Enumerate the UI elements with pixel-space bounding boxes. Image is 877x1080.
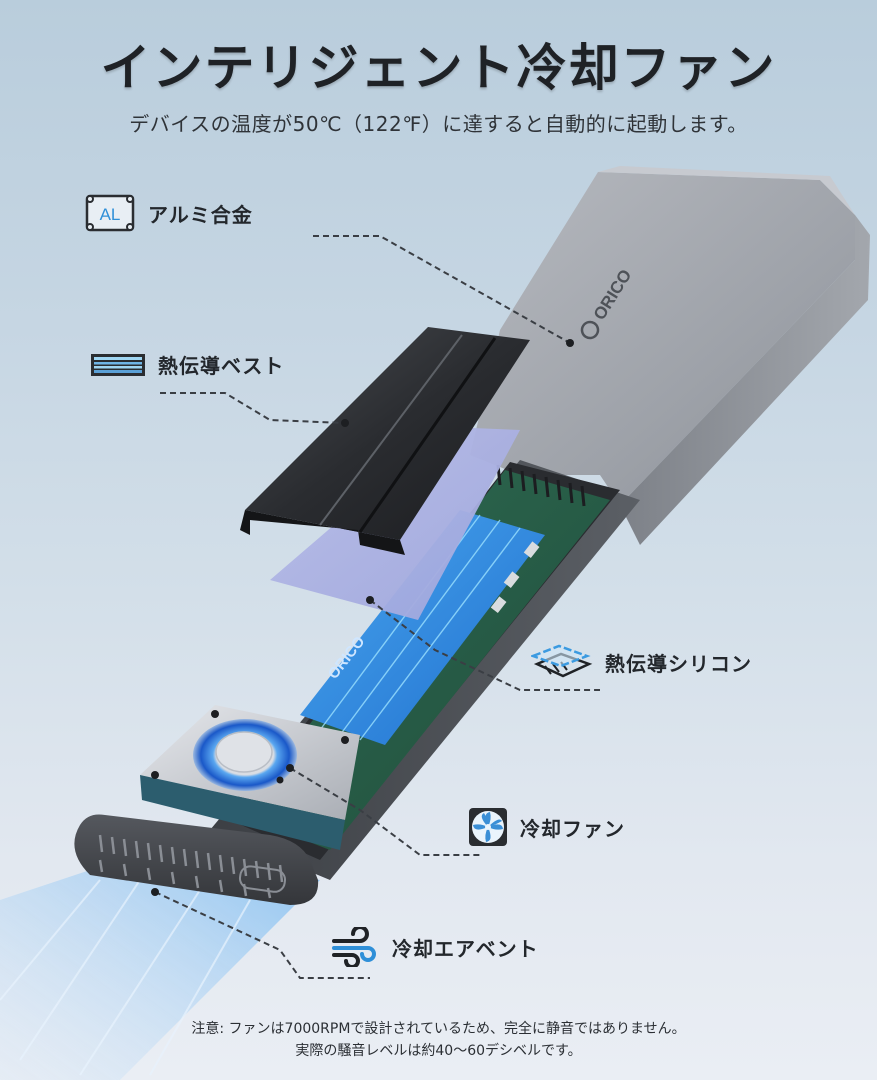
fan-icon [469, 808, 507, 846]
callout-cooling-fan: 冷却ファン [468, 807, 625, 847]
callout-label-cooling-fan: 冷却ファン [520, 816, 625, 841]
page-subtitle: デバイスの温度が50℃（122℉）に達すると自動的に起動します。 [129, 112, 748, 136]
callout-thermal-vest: 熱伝導ベスト [90, 350, 284, 379]
wind-icon [332, 927, 376, 967]
callout-label-thermal-vest: 熱伝導ベスト [158, 354, 285, 378]
callout-label-aluminum: アルミ合金 [148, 202, 253, 227]
air-vent-endcap [74, 814, 319, 905]
noise-disclaimer-line-1: 注意: ファンは7000RPMで設計されているため、完全に静音ではありません。 [191, 1021, 686, 1037]
callout-thermal-silicone: 熱伝導シリコン [531, 642, 752, 682]
page-title: インテリジェント冷却ファン [100, 39, 777, 97]
aluminum-housing: ORICO [470, 166, 870, 545]
thermal-pad-layers-icon [531, 644, 593, 678]
fan-assembly [140, 705, 360, 850]
heat-sink-vest [240, 327, 530, 555]
noise-disclaimer-line-2: 実際の騒音レベルは約40～60デシベルです。 [295, 1043, 582, 1059]
airflow-effect [0, 850, 320, 1080]
callout-label-thermal-silicone: 熱伝導シリコン [605, 651, 752, 676]
aluminum-al-icon: AL [85, 194, 135, 232]
svg-text:AL: AL [100, 205, 121, 224]
heat-sink-vest-icon [91, 353, 145, 376]
callout-air-vent: 冷却エアベント [332, 927, 539, 967]
callout-aluminum: AL アルミ合金 [84, 193, 253, 233]
callout-leader-lines [154, 235, 600, 979]
callout-label-air-vent: 冷却エアベント [392, 936, 539, 961]
noise-disclaimer: 注意: ファンは7000RPMで設計されているため、完全に静音ではありません。 … [0, 1018, 877, 1062]
